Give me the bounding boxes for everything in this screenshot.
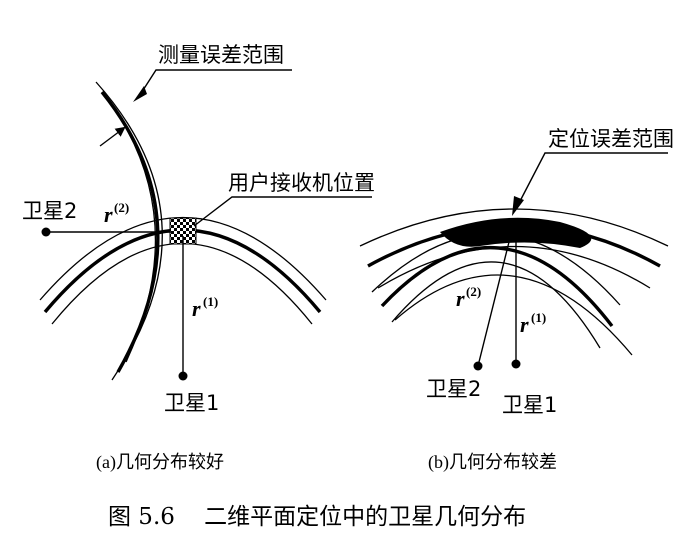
- r2-superscript: (2): [114, 200, 129, 215]
- sat2-b-range-line: [477, 229, 513, 367]
- sat1-circle-outer: [51, 242, 313, 325]
- sat1-dot: [178, 371, 188, 381]
- r1-b-superscript: (1): [531, 310, 546, 325]
- sat1-b-circle-outer: [377, 245, 651, 289]
- panel-b: 定位误差范围 卫星2 卫星1 r (2) r (1) (b)几何分布较差: [359, 127, 674, 473]
- r2-b-symbol: r: [456, 286, 465, 311]
- sat2-circle-outer: [95, 81, 163, 381]
- r1-b-symbol: r: [520, 312, 529, 337]
- error-range-leader-tip: [133, 86, 147, 102]
- position-error-label: 定位误差范围: [548, 127, 674, 151]
- error-range-label: 测量误差范围: [158, 43, 284, 67]
- r1-symbol: r: [192, 296, 201, 321]
- sat1-b-label: 卫星1: [502, 393, 557, 417]
- position-error-leader: [517, 152, 668, 206]
- position-error-leader-tip: [512, 196, 524, 216]
- sat2-label: 卫星2: [22, 199, 77, 223]
- error-width-arrow: [99, 126, 126, 147]
- sat1-b-dot: [511, 359, 521, 369]
- r2-b-superscript: (2): [466, 284, 481, 299]
- receiver-leader: [193, 196, 372, 227]
- sat2-dot: [41, 227, 51, 237]
- error-range-leader: [137, 69, 292, 99]
- r1-superscript: (1): [203, 294, 218, 309]
- sat1-b-circle-far: [394, 274, 633, 356]
- sat2-b-circle-outer: [391, 261, 601, 349]
- caption-b: (b)几何分布较差: [428, 452, 557, 473]
- sat2-b-label: 卫星2: [426, 377, 481, 401]
- r2-symbol: r: [104, 202, 113, 227]
- panel-a: 测量误差范围 用户接收机位置 卫星2 卫星1 r (2) r (1) (a)几何…: [22, 43, 375, 473]
- sat2-b-circle-measured: [380, 246, 614, 328]
- sat2-b-dot: [473, 361, 483, 371]
- sat1-label: 卫星1: [164, 391, 219, 415]
- caption-a: (a)几何分布较好: [96, 452, 224, 473]
- sat2-circle-inner: [109, 101, 156, 363]
- receiver-label: 用户接收机位置: [228, 171, 375, 195]
- figure-title: 图 5.6 二维平面定位中的卫星几何分布: [108, 504, 526, 530]
